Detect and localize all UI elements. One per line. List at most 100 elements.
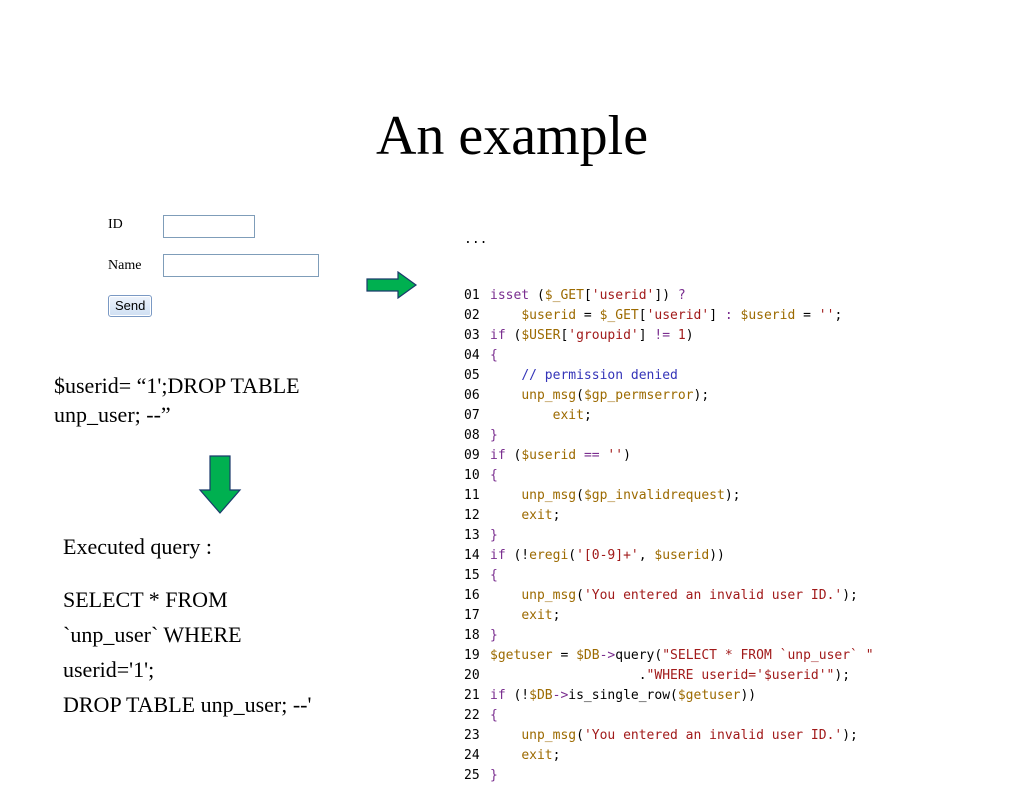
line-number: 21: [464, 688, 480, 703]
code-token: '': [818, 308, 835, 323]
line-number: 24: [464, 748, 480, 763]
code-token: unp_msg: [521, 488, 577, 503]
line-number: 08: [464, 428, 480, 443]
code-token: [490, 408, 553, 423]
code-token: =: [552, 648, 577, 663]
code-token: $getuser: [677, 688, 741, 703]
code-token: [490, 748, 521, 763]
code-token: 'userid': [646, 308, 710, 323]
code-token: (: [568, 548, 577, 563]
arrow-down-icon: [198, 455, 242, 514]
line-number: 01: [464, 288, 480, 303]
code-line: 02 $userid = $_GET['userid'] : $userid =…: [464, 306, 874, 326]
code-line: 22 {: [464, 706, 874, 726]
code-token: ;: [552, 608, 561, 623]
code-token: $userid: [521, 308, 577, 323]
code-token: =: [795, 308, 819, 323]
code-token: if: [490, 328, 506, 343]
name-input[interactable]: [163, 254, 319, 277]
code-token: $gp_permserror: [583, 388, 694, 403]
line-number: 18: [464, 628, 480, 643]
code-token: '[0-9]+': [576, 548, 639, 563]
code-token: ]: [709, 308, 725, 323]
code-line: 10{: [464, 466, 874, 486]
code-token: }: [490, 628, 498, 643]
code-line: 15{: [464, 566, 874, 586]
code-line: 04{: [464, 346, 874, 366]
code-ellipsis: ...: [464, 232, 488, 247]
code-token: ]: [638, 328, 655, 343]
id-input[interactable]: [163, 215, 255, 238]
code-token: if: [490, 448, 506, 463]
code-token: exit: [521, 508, 553, 523]
code-token: if: [490, 548, 506, 563]
code-token: )): [709, 548, 725, 563]
code-token: "WHERE userid='$userid'": [646, 668, 835, 683]
line-number: 11: [464, 488, 480, 503]
code-line: 20 ."WHERE userid='$userid'");: [464, 666, 874, 686]
code-token: (: [529, 288, 545, 303]
code-line: 07 exit;: [464, 406, 874, 426]
code-token: [490, 308, 521, 323]
code-token: (: [576, 488, 584, 503]
code-token: $USER: [521, 328, 561, 343]
code-token: '': [607, 448, 624, 463]
slide-title: An example: [375, 105, 649, 167]
code-token: is_single_row(: [568, 688, 678, 703]
code-token: $DB: [576, 648, 600, 663]
code-line: 25}: [464, 766, 874, 786]
code-token: exit: [521, 608, 553, 623]
code-token: 1: [677, 328, 686, 343]
code-token: [: [560, 328, 569, 343]
query-line: DROP TABLE unp_user; --': [63, 692, 312, 717]
code-token: [490, 508, 521, 523]
code-token: isset: [490, 288, 530, 303]
injection-line: unp_user; --”: [54, 402, 171, 427]
line-number: 14: [464, 548, 480, 563]
line-number: 25: [464, 768, 480, 783]
query-line: SELECT * FROM: [63, 587, 228, 612]
code-token: [490, 608, 521, 623]
line-number: 13: [464, 528, 480, 543]
code-token: );: [724, 488, 741, 503]
line-number: 12: [464, 508, 480, 523]
code-line: 05 // permission denied: [464, 366, 874, 386]
injection-input-text: $userid= “1';DROP TABLE unp_user; --”: [54, 371, 300, 429]
code-token: [576, 448, 584, 463]
line-number: 16: [464, 588, 480, 603]
code-token: $userid: [654, 548, 710, 563]
code-token: (: [505, 448, 522, 463]
send-button[interactable]: Send: [108, 295, 153, 317]
code-token: ==: [583, 448, 600, 463]
code-token: unp_msg: [521, 728, 577, 743]
code-token: ->: [552, 688, 569, 703]
code-token: (!: [505, 548, 530, 563]
code-token: ,: [638, 548, 655, 563]
line-number: 23: [464, 728, 480, 743]
code-line: 13}: [464, 526, 874, 546]
code-token: 'groupid': [568, 328, 639, 343]
code-line: 24 exit;: [464, 746, 874, 766]
code-token: $getuser: [490, 648, 553, 663]
code-line: 19$getuser = $DB->query("SELECT * FROM `…: [464, 646, 874, 666]
code-token: unp_msg: [521, 588, 577, 603]
executed-query: SELECT * FROM `unp_user` WHERE userid='1…: [63, 582, 311, 722]
line-number: 19: [464, 648, 480, 663]
code-token: $DB: [529, 688, 553, 703]
code-token: $userid: [521, 448, 577, 463]
code-token: ?: [677, 288, 686, 303]
code-token: if: [490, 688, 506, 703]
code-line: 08}: [464, 426, 874, 446]
name-label: Name: [108, 258, 142, 273]
code-token: ;: [583, 408, 592, 423]
line-number: 03: [464, 328, 480, 343]
code-token: [490, 488, 521, 503]
code-token: {: [490, 348, 498, 363]
code-token: {: [490, 708, 498, 723]
code-token: (: [576, 388, 584, 403]
line-number: 22: [464, 708, 480, 723]
line-number: 10: [464, 468, 480, 483]
